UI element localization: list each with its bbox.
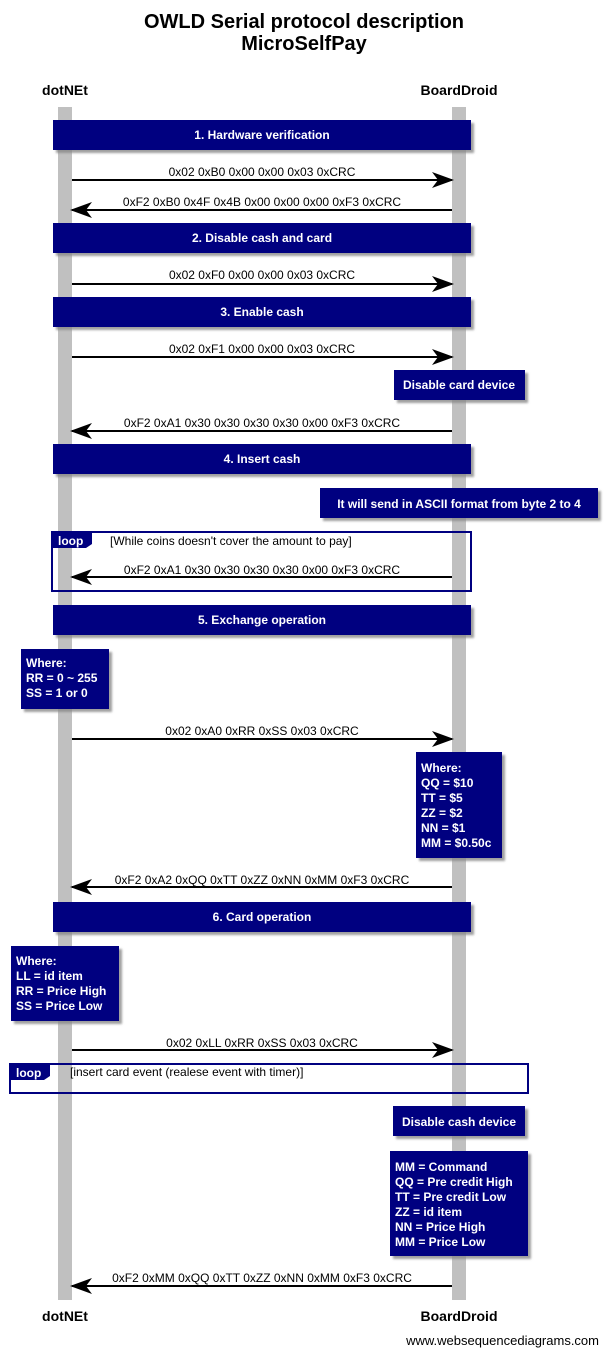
section-card-operation: 6. Card operation <box>53 902 471 932</box>
note-where-rr-ss: Where: RR = 0 ~ 255 SS = 1 or 0 <box>21 649 109 709</box>
svg-text:QQ = $10: QQ = $10 <box>421 776 474 790</box>
svg-text:Where:: Where: <box>16 954 57 968</box>
loop-condition: [While coins doesn't cover the amount to… <box>110 534 352 548</box>
svg-text:0x02 0xA0 0xRR 0xSS 0x03 0xCRC: 0x02 0xA0 0xRR 0xSS 0x03 0xCRC <box>165 724 359 738</box>
svg-text:RR = Price High: RR = Price High <box>16 984 106 998</box>
lifeline-boarddroid <box>452 107 466 1300</box>
note-where-ll: Where: LL = id item RR = Price High SS =… <box>11 946 119 1021</box>
actor-boarddroid-top: BoardDroid <box>421 82 498 98</box>
message-hw-response: 0xF2 0xB0 0x4F 0x4B 0x00 0x00 0x00 0xF3 … <box>70 195 452 218</box>
svg-text:MM = $0.50c: MM = $0.50c <box>421 836 492 850</box>
svg-text:4. Insert cash: 4. Insert cash <box>224 452 301 466</box>
svg-text:MM = Command: MM = Command <box>395 1160 487 1174</box>
svg-text:0xF2 0xA1 0x30 0x30 0x30 0x30: 0xF2 0xA1 0x30 0x30 0x30 0x30 0x00 0xF3 … <box>124 563 400 577</box>
loop-card-event: loop [insert card event (realese event w… <box>9 1063 529 1094</box>
svg-text:SS = 1 or 0: SS = 1 or 0 <box>26 686 88 700</box>
note-disable-cash-device: Disable cash device <box>393 1106 525 1136</box>
loop-label: loop <box>16 1066 41 1080</box>
svg-text:0xF2 0xB0 0x4F 0x4B 0x00 0x00: 0xF2 0xB0 0x4F 0x4B 0x00 0x00 0x00 0xF3 … <box>123 195 401 209</box>
svg-text:6. Card operation: 6. Card operation <box>213 910 312 924</box>
svg-text:NN = $1: NN = $1 <box>421 821 466 835</box>
section-enable-cash: 3. Enable cash <box>53 297 471 327</box>
actor-dotnet-top: dotNEt <box>42 82 88 98</box>
svg-text:ZZ = id item: ZZ = id item <box>395 1205 462 1219</box>
diagram-subtitle: MicroSelfPay <box>241 33 367 55</box>
note-disable-card-device: Disable card device <box>394 370 525 400</box>
actor-boarddroid-bottom: BoardDroid <box>421 1308 498 1324</box>
svg-text:0xF2 0xA2 0xQQ 0xTT 0xZZ 0xNN: 0xF2 0xA2 0xQQ 0xTT 0xZZ 0xNN 0xMM 0xF3 … <box>115 873 410 887</box>
message-coin-status: 0xF2 0xA1 0x30 0x30 0x30 0x30 0x00 0xF3 … <box>70 563 452 585</box>
message-card-request: 0x02 0xLL 0xRR 0xSS 0x03 0xCRC <box>72 1036 454 1058</box>
message-exchange-response: 0xF2 0xA2 0xQQ 0xTT 0xZZ 0xNN 0xMM 0xF3 … <box>70 873 452 895</box>
diagram-title: OWLD Serial protocol description <box>144 11 464 33</box>
loop-coins: loop [While coins doesn't cover the amou… <box>51 531 472 592</box>
svg-text:1. Hardware verification: 1. Hardware verification <box>194 128 329 142</box>
svg-text:2. Disable cash and card: 2. Disable cash and card <box>192 231 332 245</box>
svg-text:0xF2 0xMM 0xQQ 0xTT 0xZZ 0xNN: 0xF2 0xMM 0xQQ 0xTT 0xZZ 0xNN 0xMM 0xF3 … <box>112 1271 412 1285</box>
svg-text:LL = id item: LL = id item <box>16 969 83 983</box>
svg-text:0x02 0xLL 0xRR 0xSS 0x03 0xCRC: 0x02 0xLL 0xRR 0xSS 0x03 0xCRC <box>166 1036 358 1050</box>
message-disable-request: 0x02 0xF0 0x00 0x00 0x03 0xCRC <box>72 268 454 292</box>
message-cash-status: 0xF2 0xA1 0x30 0x30 0x30 0x30 0x00 0xF3 … <box>70 416 452 439</box>
svg-text:0x02 0xB0 0x00 0x00 0x03 0xCRC: 0x02 0xB0 0x00 0x00 0x03 0xCRC <box>169 165 356 179</box>
svg-text:QQ = Pre credit High: QQ = Pre credit High <box>395 1175 513 1189</box>
svg-text:Where:: Where: <box>421 761 462 775</box>
svg-text:MM = Price Low: MM = Price Low <box>395 1235 486 1249</box>
note-where-qq: Where: QQ = $10 TT = $5 ZZ = $2 NN = $1 … <box>416 752 502 858</box>
svg-text:It will send in ASCII format f: It will send in ASCII format from byte 2… <box>337 497 581 511</box>
message-exchange-request: 0x02 0xA0 0xRR 0xSS 0x03 0xCRC <box>72 724 454 747</box>
svg-text:3. Enable cash: 3. Enable cash <box>220 305 303 319</box>
message-card-response: 0xF2 0xMM 0xQQ 0xTT 0xZZ 0xNN 0xMM 0xF3 … <box>70 1271 452 1294</box>
note-mm-command: MM = Command QQ = Pre credit High TT = P… <box>390 1151 528 1256</box>
svg-text:SS = Price Low: SS = Price Low <box>16 999 103 1013</box>
message-hw-request: 0x02 0xB0 0x00 0x00 0x03 0xCRC <box>72 165 454 188</box>
svg-text:TT = Pre credit Low: TT = Pre credit Low <box>395 1190 507 1204</box>
section-hardware-verification: 1. Hardware verification <box>53 120 471 150</box>
note-ascii-format: It will send in ASCII format from byte 2… <box>320 488 598 518</box>
svg-text:0x02 0xF0 0x00 0x00 0x03 0xCRC: 0x02 0xF0 0x00 0x00 0x03 0xCRC <box>169 268 355 282</box>
svg-text:TT = $5: TT = $5 <box>421 791 463 805</box>
svg-text:Disable cash device: Disable cash device <box>402 1115 516 1129</box>
svg-text:0x02 0xF1 0x00 0x00 0x03 0xCRC: 0x02 0xF1 0x00 0x00 0x03 0xCRC <box>169 342 355 356</box>
svg-text:0xF2 0xA1 0x30 0x30 0x30 0x30: 0xF2 0xA1 0x30 0x30 0x30 0x30 0x00 0xF3 … <box>124 416 400 430</box>
actor-dotnet-bottom: dotNEt <box>42 1308 88 1324</box>
svg-text:ZZ = $2: ZZ = $2 <box>421 806 463 820</box>
svg-text:NN = Price High: NN = Price High <box>395 1220 485 1234</box>
loop-condition: [insert card event (realese event with t… <box>70 1065 303 1079</box>
message-enable-request: 0x02 0xF1 0x00 0x00 0x03 0xCRC <box>72 342 454 365</box>
footer-credit: www.websequencediagrams.com <box>405 1333 599 1348</box>
svg-text:RR = 0 ~ 255: RR = 0 ~ 255 <box>26 671 98 685</box>
section-exchange-operation: 5. Exchange operation <box>53 605 471 635</box>
svg-text:Disable card device: Disable card device <box>403 378 515 392</box>
section-disable-cash-card: 2. Disable cash and card <box>53 223 471 253</box>
section-insert-cash: 4. Insert cash <box>53 444 471 474</box>
loop-label: loop <box>58 534 83 548</box>
svg-text:Where:: Where: <box>26 656 67 670</box>
svg-text:5. Exchange operation: 5. Exchange operation <box>198 613 326 627</box>
